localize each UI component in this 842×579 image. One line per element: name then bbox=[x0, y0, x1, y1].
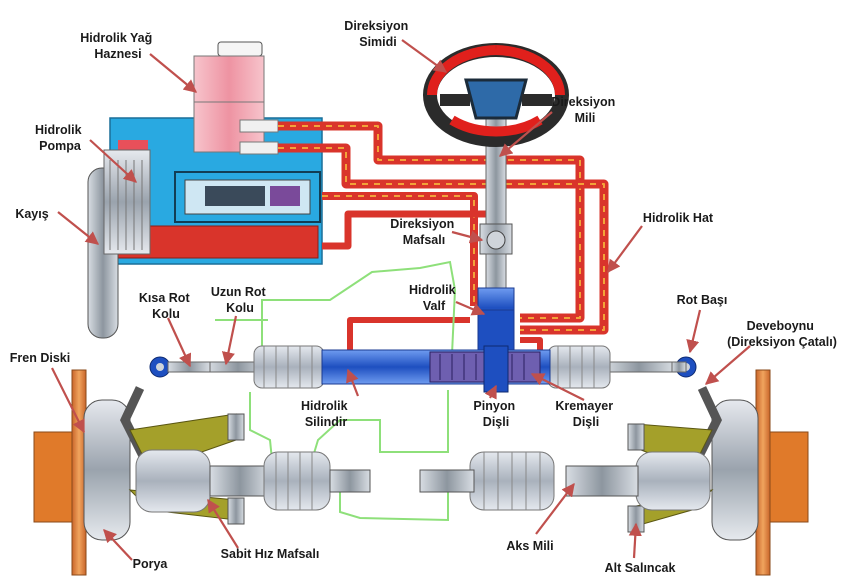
label-hydraulic-valve: Hidrolik Valf bbox=[409, 283, 459, 313]
label-lower-arm: Alt Salıncak bbox=[605, 561, 676, 575]
label-hydraulic-cylinder: Hidrolik Silindir bbox=[301, 399, 351, 429]
label-hub: Porya bbox=[133, 557, 169, 571]
rack-and-pinion bbox=[149, 345, 697, 393]
label-steering-wheel: Direksiyon Simidi bbox=[344, 19, 411, 49]
right-wheel-assembly bbox=[419, 369, 809, 576]
label-pinion-gear: Pinyon Dişli bbox=[473, 399, 518, 429]
label-rack-gear: Kremayer Dişli bbox=[555, 399, 616, 429]
pump-pulley bbox=[87, 149, 151, 339]
label-pump: Hidrolik Pompa bbox=[35, 123, 85, 153]
label-brake-disc: Fren Diski bbox=[10, 351, 70, 365]
hydraulic-lines bbox=[278, 121, 609, 352]
label-tie-rod-short: Kısa Rot Kolu bbox=[139, 291, 193, 321]
label-tie-rod-long: Uzun Rot Kolu bbox=[211, 285, 269, 315]
label-hydraulic-line: Hidrolik Hat bbox=[643, 211, 714, 225]
label-hydraulic-tank: Hidrolik Yağ Haznesi bbox=[80, 31, 156, 61]
label-steering-joint: Direksiyon Mafsalı bbox=[390, 217, 457, 247]
chassis-outline bbox=[215, 260, 457, 522]
steering-wheel bbox=[423, 43, 569, 147]
label-steering-shaft: Direksiyon Mili bbox=[551, 95, 618, 125]
callout-arrows bbox=[51, 39, 751, 561]
label-tie-rod-end: Rot Başı bbox=[677, 293, 728, 307]
label-cv-joint: Sabit Hız Mafsalı bbox=[221, 547, 320, 561]
hydraulic-reservoir bbox=[193, 41, 279, 155]
label-belt: Kayış bbox=[15, 207, 48, 221]
label-knuckle: Deveboynu (Direksiyon Çatalı) bbox=[727, 319, 837, 349]
label-axle-shaft: Aks Mili bbox=[506, 539, 553, 553]
